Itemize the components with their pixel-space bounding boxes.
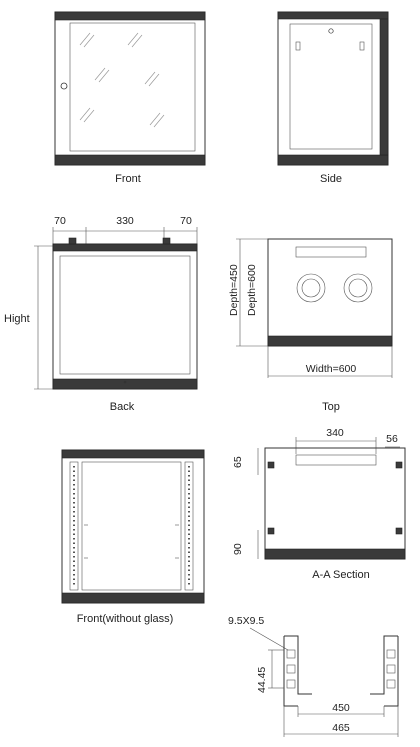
top-view: Depth=450 Depth=600 Width=600 Top (228, 238, 393, 413)
right-square-hole (386, 649, 396, 659)
glass-reflection-marks (79, 32, 165, 128)
front-bottom-bar (54, 154, 206, 166)
front-frame-top-bar (61, 449, 205, 459)
top-view-label: Top (322, 401, 340, 413)
back-top-bar (52, 243, 198, 252)
back-view-label: Back (110, 401, 135, 413)
section-cable-slot (295, 454, 377, 466)
dim-depth-450: Depth=450 (228, 264, 240, 316)
side-top-bar (277, 11, 389, 20)
dim-back-left: 70 (54, 215, 66, 227)
front-frame-bottom-bar (61, 592, 205, 604)
side-view-label: Side (320, 173, 342, 185)
top-front-door (267, 335, 393, 347)
back-cabinet-outline (52, 243, 198, 390)
back-bottom-bar (52, 378, 198, 390)
side-door-edge (379, 18, 389, 156)
dim-back-right: 70 (180, 215, 192, 227)
left-square-hole (286, 649, 296, 659)
side-slot-right (359, 41, 365, 51)
fan-right-icon (343, 273, 373, 303)
dim-rail-465: 465 (332, 722, 350, 734)
top-cable-slot (295, 246, 367, 258)
left-rack-rail (69, 461, 79, 591)
back-cable-hole-left (68, 237, 77, 245)
section-rail-mount-br (395, 527, 403, 535)
fan-left-icon (296, 273, 326, 303)
side-slot-left (295, 41, 301, 51)
left-rail-profile (283, 635, 312, 707)
right-rack-rail (184, 461, 194, 591)
section-front-door (264, 548, 406, 560)
front-without-glass-label: Front(without glass) (77, 613, 174, 625)
front-view: Front (54, 11, 206, 185)
rail-profile-detail: 9.5X9.5 44.45 450 465 (228, 615, 399, 737)
dim-hole-size: 9.5X9.5 (228, 615, 264, 627)
front-view-label: Front (115, 173, 141, 185)
side-bottom-bar (277, 154, 389, 166)
front-cabinet-outline (54, 11, 206, 166)
dim-height-label: Hight (4, 313, 30, 325)
right-rail-profile (370, 635, 399, 707)
front-frame-opening (81, 461, 182, 591)
front-top-bar (54, 11, 206, 21)
dim-section-65: 65 (232, 456, 244, 468)
dim-depth-600: Depth=600 (246, 264, 258, 316)
side-lock-icon (328, 28, 334, 34)
section-view: 340 56 65 90 A-A Section (232, 427, 406, 581)
dim-rail-450: 450 (332, 702, 350, 714)
front-frame-outline (61, 449, 205, 604)
back-view: 70 330 70 Hight Back (4, 215, 198, 413)
dim-section-56: 56 (386, 433, 398, 445)
back-panel (59, 255, 191, 375)
back-cable-hole-right (162, 237, 171, 245)
door-lock-icon (60, 82, 68, 90)
dim-back-middle: 330 (116, 215, 134, 227)
front-without-glass-view: Front(without glass) (61, 449, 205, 625)
dim-section-340: 340 (326, 427, 344, 439)
dim-width-600: Width=600 (306, 363, 357, 375)
section-view-label: A-A Section (312, 569, 369, 581)
side-view: Side (277, 11, 389, 185)
dim-pitch: 44.45 (256, 667, 268, 693)
section-rail-mount-tr (395, 461, 403, 469)
section-cabinet-outline (264, 447, 406, 560)
back-ground-point (123, 380, 127, 384)
side-cabinet-outline (277, 11, 389, 166)
top-cabinet-outline (267, 238, 393, 347)
section-rail-mount-bl (267, 527, 275, 535)
front-glass-door (69, 22, 196, 152)
dim-section-90: 90 (232, 543, 244, 555)
side-panel (289, 23, 373, 150)
section-rail-mount-tl (267, 461, 275, 469)
